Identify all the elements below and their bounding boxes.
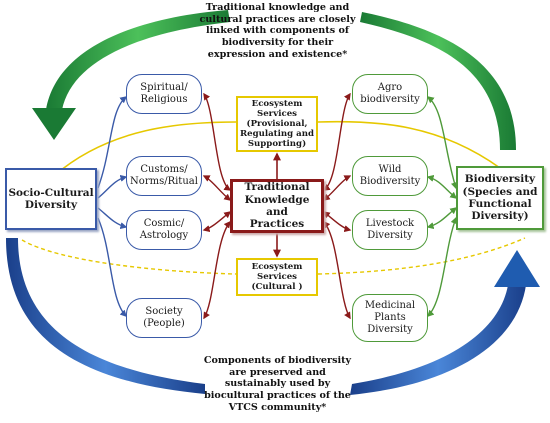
blue-link-1 <box>97 96 128 189</box>
ecosystem-bottom-label: (Cultural ) <box>251 282 303 293</box>
green-link-2 <box>426 174 458 199</box>
customs-norms-label: Norms/Ritual <box>130 176 198 187</box>
green-link-4 <box>427 216 458 317</box>
top-caption: Traditional knowledge and cultural pract… <box>190 2 365 61</box>
ecosystem-services-provisional-box: Ecosystem Services (Provisional, Regulat… <box>236 96 318 152</box>
red-right-2 <box>322 175 352 201</box>
blue-link-3 <box>97 207 128 230</box>
red-left-1 <box>203 92 232 191</box>
bottom-left-curve-arrow <box>6 238 205 394</box>
blue-link-2 <box>97 174 128 199</box>
top-right-curve-arrow <box>360 12 516 150</box>
cosmic-astrology-label: Astrology <box>139 230 189 241</box>
traditional-knowledge-box: Traditional Knowledge and Practices <box>230 179 324 233</box>
wild-biodiversity-label: Biodiversity <box>359 176 421 187</box>
society-people-label: (People) <box>143 318 185 329</box>
medicinal-plants-label: Plants <box>374 312 406 324</box>
red-right-1 <box>322 92 351 191</box>
green-link-3 <box>426 207 458 230</box>
bottom-right-curve-arrow <box>350 285 526 395</box>
biodiversity-label: Biodiversity <box>464 173 536 186</box>
society-people-label: Society <box>145 306 183 318</box>
spiritual-religious-node: Spiritual/ Religious <box>126 74 202 114</box>
cosmic-astrology-label: Cosmic/ <box>143 218 185 230</box>
red-left-4 <box>203 220 231 320</box>
top-caption-line: linked with components of <box>206 25 349 37</box>
spiritual-religious-label: Spiritual/ <box>140 82 188 94</box>
traditional-knowledge-label: Knowledge and <box>244 193 310 218</box>
bottom-caption-line: sustainably used by <box>224 378 331 390</box>
traditional-knowledge-label: Traditional <box>244 181 310 194</box>
bottom-right-arrow-head <box>494 250 540 287</box>
society-people-node: Society (People) <box>126 298 202 338</box>
top-caption-line: biodiversity for their <box>221 37 334 49</box>
medicinal-plants-label: Medicinal <box>364 300 416 312</box>
livestock-diversity-node: Livestock Diversity <box>352 210 428 250</box>
ecosystem-top-label: Regulating and <box>239 129 314 140</box>
customs-norms-ritual-node: Customs/ Norms/Ritual <box>126 156 202 196</box>
spiritual-religious-label: Religious <box>140 94 188 105</box>
medicinal-plants-diversity-node: Medicinal Plants Diversity <box>352 294 428 342</box>
biodiversity-label: Functional <box>468 198 532 210</box>
red-left-2 <box>202 175 232 201</box>
bottom-caption-line: biocultural practices of the <box>204 390 351 402</box>
biodiversity-box: Biodiversity (Species and Functional Div… <box>456 166 544 230</box>
livestock-diversity-label: Livestock <box>365 218 415 230</box>
bottom-caption-line: VTCS community* <box>228 401 327 413</box>
green-link-1 <box>426 96 458 190</box>
bottom-caption-line: are preserved and <box>229 366 326 378</box>
ecosystem-bottom-label: Ecosystem Services <box>251 261 303 282</box>
agro-biodiversity-label: biodiversity <box>360 94 420 105</box>
bottom-caption-line: Components of biodiversity <box>203 355 352 366</box>
cosmic-astrology-node: Cosmic/ Astrology <box>126 210 202 250</box>
customs-norms-label: Customs/ <box>140 164 188 176</box>
socio-cultural-label: Diversity <box>24 199 78 211</box>
wild-biodiversity-node: Wild Biodiversity <box>352 156 428 196</box>
ecosystem-top-label: Supporting) <box>247 139 307 150</box>
ecosystem-top-label: Ecosystem Services <box>251 98 303 119</box>
biodiversity-label: Diversity) <box>471 210 529 223</box>
blue-link-4 <box>97 217 127 317</box>
top-caption-line: expression and existence* <box>207 48 348 60</box>
socio-cultural-label: Socio-Cultural <box>8 186 94 199</box>
livestock-diversity-label: Diversity <box>367 230 413 241</box>
traditional-knowledge-label: Practices <box>249 218 305 231</box>
biodiversity-label: (Species and <box>462 185 538 198</box>
wild-biodiversity-label: Wild <box>378 164 402 176</box>
top-left-curve-arrow <box>46 10 230 110</box>
bottom-caption: Components of biodiversity are preserved… <box>190 355 365 414</box>
yellow-bottom-left <box>21 239 237 275</box>
ecosystem-top-label: (Provisional, <box>246 118 308 129</box>
red-right-4 <box>323 220 351 320</box>
socio-cultural-diversity-box: Socio-Cultural Diversity <box>5 168 97 230</box>
medicinal-plants-label: Diversity <box>367 323 413 335</box>
top-left-arrow-head <box>32 108 76 140</box>
top-caption-line: Traditional knowledge and <box>205 2 350 13</box>
top-caption-line: cultural practices are closely <box>199 13 356 25</box>
ecosystem-services-cultural-box: Ecosystem Services (Cultural ) <box>236 258 318 296</box>
agro-biodiversity-label: Agro <box>377 82 403 94</box>
agro-biodiversity-node: Agro biodiversity <box>352 74 428 114</box>
